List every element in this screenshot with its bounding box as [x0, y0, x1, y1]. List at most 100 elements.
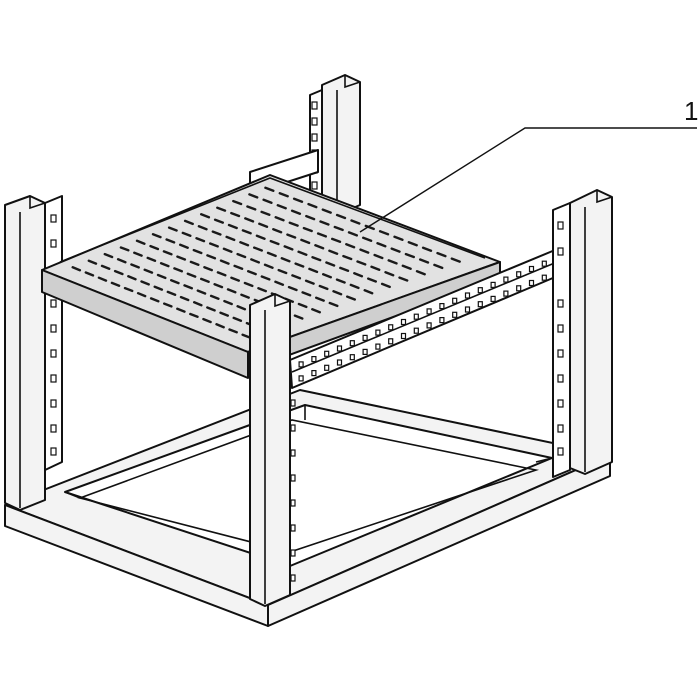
shelf-slot — [404, 252, 415, 259]
shelf-slot — [156, 273, 167, 280]
shelf-slot — [264, 186, 275, 193]
rail-hole — [388, 338, 394, 345]
shelf-slot — [277, 268, 288, 275]
shelf-slot — [197, 225, 208, 231]
rail-hole — [528, 279, 535, 287]
shelf-slot — [255, 234, 266, 240]
shelf-slot — [316, 232, 327, 238]
shelf-slot — [216, 271, 227, 277]
rail-hole — [452, 297, 458, 304]
shelf-slot — [209, 294, 220, 300]
shelf-slot — [362, 236, 373, 243]
shelf-slot — [269, 239, 280, 246]
shelf-slot — [331, 237, 342, 244]
shelf-slot — [176, 307, 186, 313]
rail-hole — [464, 306, 471, 313]
shelf-slot — [246, 205, 257, 211]
shelf-slot — [297, 250, 308, 256]
shelf-slot — [183, 219, 194, 226]
shelf-slot — [227, 223, 238, 230]
shelf-slot — [319, 220, 330, 226]
shelf-slot — [401, 264, 412, 270]
shelf-slot — [387, 259, 398, 265]
shelf-slot — [176, 255, 187, 261]
rail-hole — [452, 311, 458, 318]
rail-hole — [528, 265, 535, 273]
shelf-slot — [398, 276, 409, 282]
shelf-slot — [335, 278, 346, 284]
shelf-slot — [232, 316, 243, 322]
shelf-ventilation-slots — [71, 186, 461, 339]
rail-hole — [503, 276, 509, 283]
shelf-slot — [384, 271, 395, 277]
shelf-slot — [308, 267, 319, 274]
rail-hole — [503, 290, 509, 297]
rail-hole — [336, 359, 343, 366]
rail-hole — [400, 332, 407, 340]
rail-hole — [336, 345, 343, 352]
shelf — [41, 174, 501, 379]
shelf-slot — [240, 293, 250, 299]
shelf-slot — [84, 271, 95, 277]
shelf-slot — [311, 308, 321, 314]
shelf-slot — [173, 267, 184, 273]
shelf-slot — [213, 218, 225, 224]
shelf-slot — [367, 277, 377, 283]
shelf-slot — [283, 245, 294, 251]
shelf-slot — [359, 248, 370, 254]
shelf-slot — [211, 230, 222, 236]
shelf-slot — [311, 256, 322, 262]
rail-hole — [477, 301, 483, 308]
rail-hole — [298, 361, 304, 368]
shelf-slot — [286, 233, 297, 239]
shelf-slot — [140, 280, 150, 286]
shelf-slot — [333, 225, 344, 232]
shelf-slot — [353, 272, 364, 278]
shelf-slot — [321, 208, 332, 214]
rail-hole — [324, 364, 330, 371]
rail-hole — [439, 303, 445, 310]
post-front-right-holes — [557, 221, 564, 456]
shelf-slot — [165, 238, 176, 244]
shelf-slot — [315, 296, 325, 302]
shelf-slot — [123, 286, 134, 293]
shelf-slot — [339, 266, 350, 272]
shelf-slot — [370, 265, 381, 271]
rail-hole — [311, 370, 317, 377]
shelf-slot — [328, 301, 339, 308]
shelf-slot — [113, 269, 124, 276]
shelf-slot — [243, 281, 254, 288]
shelf-slot — [433, 263, 444, 270]
shelf-slot — [130, 263, 140, 269]
shelf-slot — [183, 284, 194, 290]
side-rail-right-holes — [298, 260, 547, 382]
shelf-slot — [202, 317, 212, 324]
rail-hole — [311, 356, 317, 363]
shelf-slot — [146, 256, 157, 262]
shelf-slot — [291, 274, 302, 280]
shelf-slot — [301, 291, 312, 297]
rail-hole — [362, 334, 368, 341]
shelf-slot — [206, 306, 216, 312]
rail-hole — [426, 322, 432, 329]
shelf-slot — [350, 219, 361, 225]
shelf-slot — [378, 230, 390, 236]
shelf-slot — [304, 279, 315, 285]
shelf-slot — [335, 213, 347, 220]
shelf-slot — [376, 241, 387, 248]
shelf-slot — [196, 289, 207, 295]
shelf-slot — [199, 213, 211, 219]
shelf-slot — [314, 244, 325, 250]
shelf-slot — [215, 323, 225, 329]
shelf-slot — [162, 250, 173, 256]
shelf-slot — [421, 246, 433, 252]
shelf-slot — [244, 217, 255, 223]
post-front-center-holes — [290, 399, 296, 582]
shelf-slot — [274, 280, 285, 286]
rail-hole — [464, 292, 471, 299]
rail-hole — [324, 350, 330, 357]
shelf-slot — [278, 191, 289, 198]
shelf-slot — [149, 244, 160, 251]
rail-hole — [439, 317, 445, 324]
shelf-slot — [219, 311, 230, 317]
